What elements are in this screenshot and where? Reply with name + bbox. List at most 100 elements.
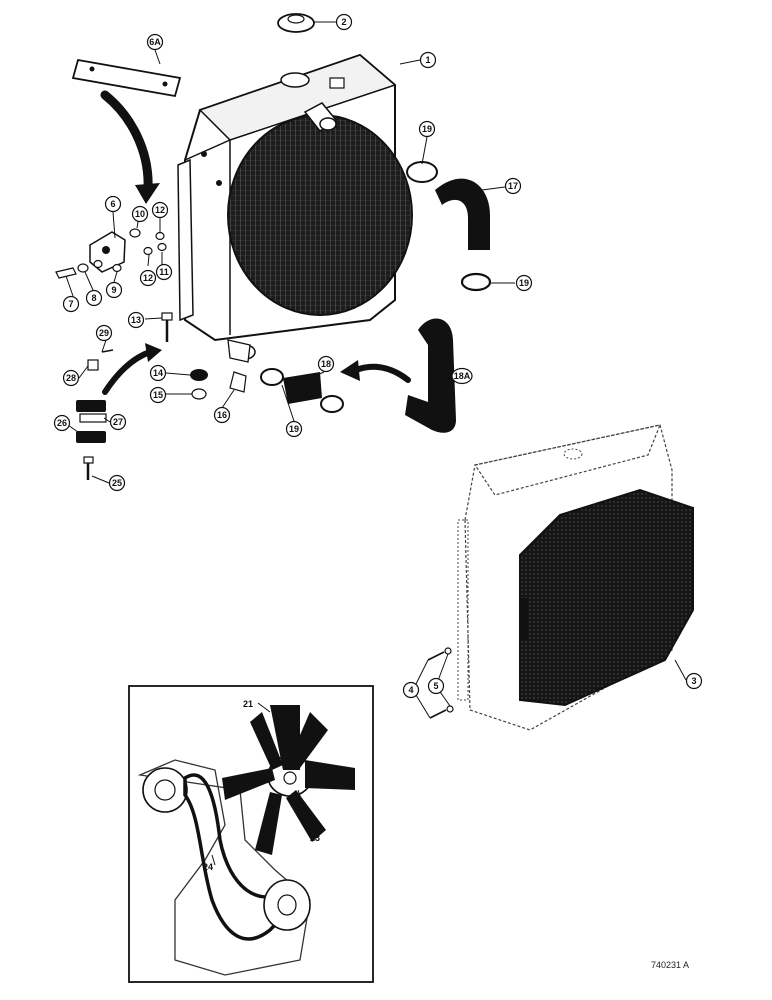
callout-c3: 3 <box>685 672 703 690</box>
callout-label: 18A <box>454 371 471 381</box>
callout-label: 26 <box>57 418 67 428</box>
mount-hardware <box>55 228 167 279</box>
callout-bubble <box>427 677 445 695</box>
callout-label: 14 <box>153 368 163 378</box>
fan-inset-frame <box>128 685 374 983</box>
callout-bubble <box>62 295 80 313</box>
callout-c4: 4 <box>402 681 420 699</box>
callout-bubble <box>108 474 126 492</box>
inset-label-23: 23 <box>310 833 320 843</box>
callout-label: 9 <box>111 285 116 295</box>
upper-hose <box>406 161 492 292</box>
callout-label: 29 <box>99 328 109 338</box>
callout-label: 15 <box>153 390 163 400</box>
callout-c2: 2 <box>335 13 353 31</box>
inset-label-21: 21 <box>243 699 253 709</box>
callout-bubble <box>213 406 231 424</box>
callout-c12a: 12 <box>151 201 169 219</box>
callout-label: 2 <box>341 17 346 27</box>
support-bar-6a <box>71 58 182 98</box>
callout-label: 12 <box>143 273 153 283</box>
callout-bubble <box>146 33 164 51</box>
callout-label: 6A <box>149 37 161 47</box>
callout-label: 25 <box>112 478 122 488</box>
radiator-cap <box>277 13 315 33</box>
callout-bubble <box>127 311 145 329</box>
callout-c1: 1 <box>419 51 437 69</box>
callout-c18a: 18A <box>451 367 473 385</box>
callout-bubble <box>504 177 522 195</box>
callout-c6: 6 <box>104 195 122 213</box>
callout-bubble <box>335 13 353 31</box>
callout-bubble <box>131 205 149 223</box>
inset-label-22: 22 <box>310 822 320 832</box>
callout-c19b: 19 <box>515 274 533 292</box>
callout-c17: 17 <box>504 177 522 195</box>
callout-bubble <box>139 269 157 287</box>
callout-label: 11 <box>159 267 169 277</box>
callout-label: 8 <box>91 293 96 303</box>
callout-label: 27 <box>113 417 123 427</box>
callout-bubble <box>418 120 436 138</box>
arrow-18a-to-18 <box>353 363 411 383</box>
callout-label: 7 <box>68 299 73 309</box>
lower-hose-connector <box>260 368 344 413</box>
callout-bubble <box>95 324 113 342</box>
bolt-13 <box>161 312 173 342</box>
callout-c28: 28 <box>62 369 80 387</box>
callout-bubble <box>317 355 335 373</box>
callout-c5: 5 <box>427 677 445 695</box>
radiator-assembly <box>177 53 413 363</box>
callout-c12b: 12 <box>139 269 157 287</box>
bolt-25 <box>83 456 94 480</box>
fan-shroud-assembly <box>427 424 694 731</box>
arrow-6a-to-6 <box>100 90 153 195</box>
callout-bubble <box>149 364 167 382</box>
callout-bubble <box>451 367 473 385</box>
callout-bubble <box>149 386 167 404</box>
callout-c9: 9 <box>105 281 123 299</box>
callout-c26: 26 <box>53 414 71 432</box>
callout-label: 3 <box>691 676 696 686</box>
callout-bubble <box>685 672 703 690</box>
callout-c16: 16 <box>213 406 231 424</box>
lower-hose <box>405 318 456 433</box>
arrowhead-18 <box>340 360 360 381</box>
callout-c14: 14 <box>149 364 167 382</box>
callout-label: 19 <box>289 424 299 434</box>
callout-bubble <box>105 281 123 299</box>
callout-bubble <box>104 195 122 213</box>
arrow-to-lower-mount <box>102 349 153 395</box>
callout-bubble <box>402 681 420 699</box>
callout-label: 16 <box>217 410 227 420</box>
callout-bubble <box>109 413 127 431</box>
callout-label: 18 <box>321 359 331 369</box>
drain-cock <box>229 371 247 393</box>
callout-bubble <box>62 369 80 387</box>
callout-c10: 10 <box>131 205 149 223</box>
callout-label: 17 <box>508 181 518 191</box>
callout-label: 12 <box>155 205 165 215</box>
callout-c18: 18 <box>317 355 335 373</box>
callout-c11: 11 <box>155 263 173 281</box>
callout-c27: 27 <box>109 413 127 431</box>
callout-c25: 25 <box>108 474 126 492</box>
pieces-28-29 <box>87 349 114 371</box>
callout-bubble <box>419 51 437 69</box>
callout-c19c: 19 <box>285 420 303 438</box>
lower-isolators <box>190 369 208 400</box>
callout-c8: 8 <box>85 289 103 307</box>
callout-label: 28 <box>66 373 76 383</box>
callout-label: 4 <box>408 685 413 695</box>
callout-label: 19 <box>422 124 432 134</box>
callout-c29: 29 <box>95 324 113 342</box>
callout-c15: 15 <box>149 386 167 404</box>
arrowhead-lower-mount <box>145 343 162 362</box>
callout-c6a: 6A <box>146 33 164 51</box>
callout-label: 19 <box>519 278 529 288</box>
callout-label: 6 <box>110 199 115 209</box>
callout-bubble <box>151 201 169 219</box>
callout-bubble <box>515 274 533 292</box>
